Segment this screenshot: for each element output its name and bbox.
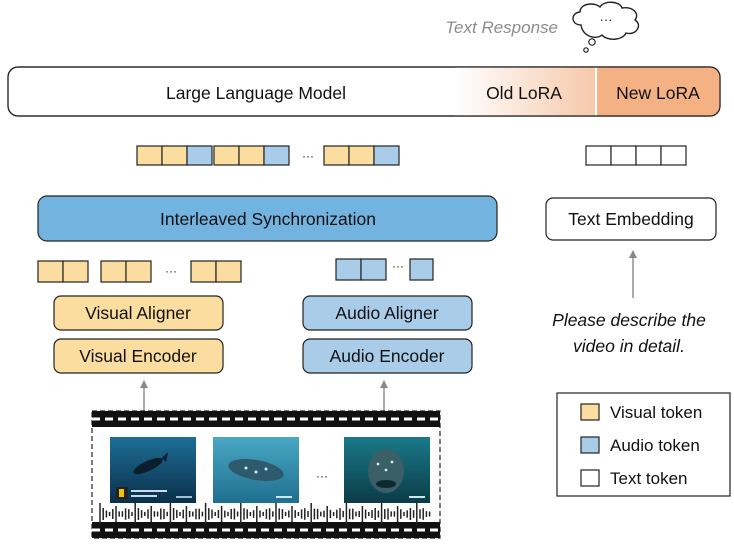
audio-token-ellipsis: ··· — [392, 259, 404, 273]
old-lora-block — [455, 67, 595, 116]
text-token — [635, 145, 662, 166]
visual-token — [238, 145, 265, 166]
text-response-label: Text Response — [445, 18, 558, 37]
audio-aligner-label: Audio Aligner — [335, 303, 438, 323]
visual-encoder-label: Visual Encoder — [79, 346, 197, 366]
text-token — [660, 145, 687, 166]
text-token — [610, 145, 637, 166]
thought-bubble-icon: ··· — [572, 1, 640, 53]
legend-text-swatch — [580, 469, 600, 487]
audio-aligner-block — [302, 295, 473, 331]
video-frame — [213, 437, 299, 503]
visual-token — [161, 145, 188, 166]
token-ellipsis: ··· — [302, 149, 314, 163]
audio-token-groups: ··· — [335, 258, 434, 281]
legend: Visual token Audio token Text token — [556, 392, 731, 497]
frame-ellipsis: ··· — [316, 469, 328, 483]
legend-text-label: Text token — [610, 469, 688, 488]
visual-token — [37, 260, 64, 283]
text-token-sequence — [585, 145, 687, 166]
text-token — [585, 145, 612, 166]
up-arrow-icon — [380, 380, 388, 412]
audio-encoder-block — [302, 338, 473, 374]
audio-waveform-icon — [99, 503, 431, 525]
visual-encoder-block — [53, 338, 224, 374]
audio-token — [360, 258, 387, 281]
audio-token — [186, 145, 213, 166]
visual-aligner-label: Visual Aligner — [85, 303, 191, 323]
visual-token — [62, 260, 89, 283]
audio-token — [373, 145, 400, 166]
video-frame — [344, 437, 430, 503]
text-embedding-label: Text Embedding — [568, 209, 694, 229]
visual-token — [215, 260, 242, 283]
visual-aligner-block — [53, 295, 224, 331]
visual-token-ellipsis: ··· — [165, 264, 177, 278]
interleaved-sync-label: Interleaved Synchronization — [160, 209, 376, 229]
visual-token — [125, 260, 152, 283]
llm-block: Large Language Model Old LoRA New LoRA — [7, 66, 721, 117]
visual-token — [213, 145, 240, 166]
text-embedding-block — [545, 197, 717, 241]
legend-visual-label: Visual token — [610, 403, 702, 422]
new-lora-label: New LoRA — [616, 83, 700, 103]
up-arrow-icon — [140, 380, 148, 412]
new-lora-block — [596, 67, 720, 116]
prompt-line-2: video in detail. — [573, 336, 685, 356]
visual-token — [100, 260, 127, 283]
legend-audio-label: Audio token — [610, 436, 700, 455]
up-arrow-icon — [629, 250, 637, 298]
audio-token — [263, 145, 290, 166]
audio-token — [335, 258, 362, 281]
old-lora-label: Old LoRA — [486, 83, 562, 103]
audio-token — [409, 258, 434, 281]
legend-audio-swatch — [580, 436, 600, 454]
legend-visual-swatch — [580, 403, 600, 421]
prompt-line-1: Please describe the — [552, 310, 706, 330]
interleaved-token-sequence: ··· — [136, 145, 400, 166]
visual-token — [348, 145, 375, 166]
interleaved-sync-block — [37, 195, 498, 242]
visual-token — [190, 260, 217, 283]
audio-encoder-label: Audio Encoder — [330, 346, 445, 366]
visual-token-groups: ··· — [37, 260, 242, 283]
video-frame — [110, 437, 196, 503]
visual-token — [136, 145, 163, 166]
llm-label: Large Language Model — [166, 83, 346, 103]
visual-token — [323, 145, 350, 166]
thought-bubble-text: ··· — [600, 12, 613, 27]
